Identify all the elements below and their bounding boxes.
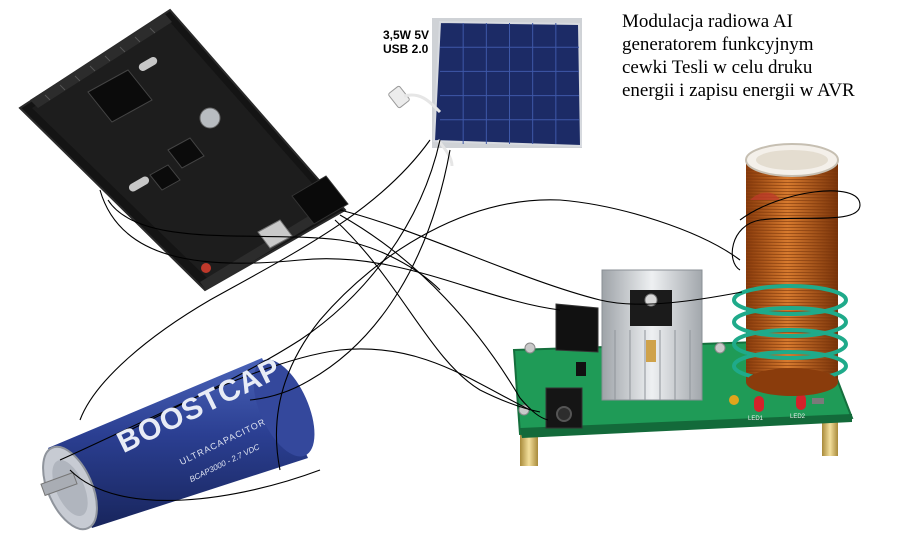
tesla-coil bbox=[732, 143, 848, 396]
wire-1 bbox=[79, 139, 431, 421]
led2-label: LED2 bbox=[790, 414, 806, 420]
wire-11 bbox=[59, 348, 531, 461]
arduino-mega-board bbox=[18, 8, 349, 292]
wire-8 bbox=[107, 199, 441, 291]
led1-label: LED1 bbox=[748, 416, 764, 422]
solar-panel-label: 3,5W 5V USB 2.0 bbox=[383, 28, 430, 56]
solar-cell-grid bbox=[440, 23, 579, 144]
wire-5 bbox=[339, 214, 549, 421]
wire-12 bbox=[69, 469, 321, 501]
led-1 bbox=[754, 396, 764, 412]
wire-3 bbox=[249, 149, 451, 401]
wire-4 bbox=[339, 209, 743, 305]
led-2 bbox=[796, 394, 806, 410]
solar-panel bbox=[388, 18, 583, 167]
wire-6 bbox=[334, 219, 541, 413]
supercapacitor bbox=[40, 358, 315, 531]
diagram-title: Modulacja radiowa AI generatorem funkcyj… bbox=[622, 11, 855, 101]
connection-wires bbox=[59, 139, 861, 501]
wire-9 bbox=[275, 199, 741, 471]
wire-10 bbox=[731, 190, 861, 271]
wire-7 bbox=[99, 189, 561, 311]
